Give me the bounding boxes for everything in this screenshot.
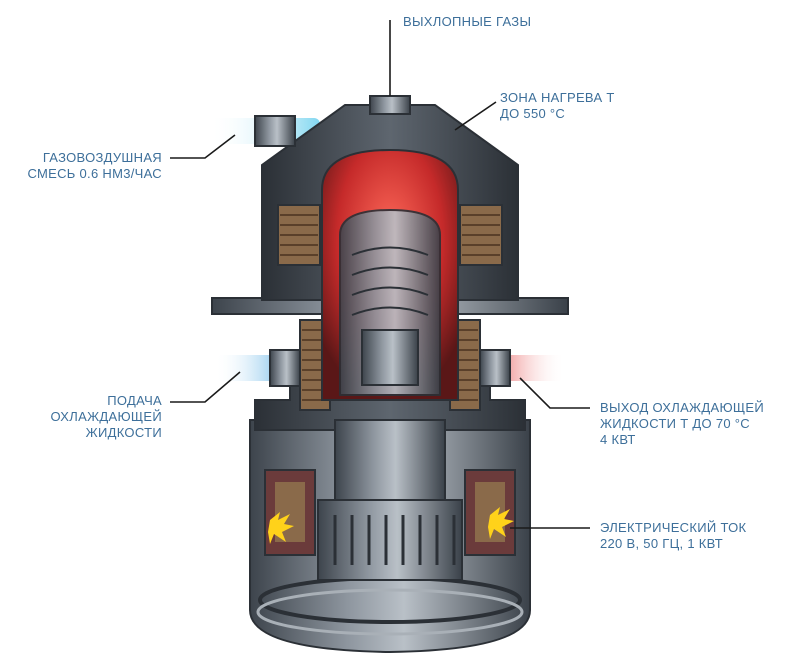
leader-coolant-in <box>170 371 241 403</box>
leader-coolant-out <box>519 377 590 409</box>
coolant-outlet-fitting <box>479 349 511 387</box>
leader-heating-zone <box>454 101 497 131</box>
label-electric-current: ЭЛЕКТРИЧЕСКИЙ ТОК 220 В, 50 ГЦ, 1 КВТ <box>600 520 747 551</box>
rotor <box>317 499 463 581</box>
label-exhaust-gases: ВЫХЛОПНЫЕ ГАЗЫ <box>403 14 532 29</box>
spark-left <box>268 512 294 544</box>
label-gas-air-mixture: ГАЗОВОЗДУШНАЯ СМЕСЬ 0.6 НМ3/ЧАС <box>27 150 162 181</box>
coolant-inlet-fitting <box>269 349 301 387</box>
piston <box>361 329 419 386</box>
spark-right <box>488 507 514 539</box>
label-coolant-output: ВЫХОД ОХЛАЖДАЮЩЕЙ ЖИДКОСТИ Т ДО 70 °С 4 … <box>600 400 764 447</box>
gas-inlet-fitting <box>254 115 296 147</box>
label-heating-zone: ЗОНА НАГРЕВА Т ДО 550 °С <box>500 90 615 121</box>
shaft <box>334 419 446 501</box>
exhaust-nozzle <box>369 95 411 115</box>
leader-gas-air <box>170 134 236 159</box>
label-coolant-supply: ПОДАЧА ОХЛАЖДАЮЩЕЙ ЖИДКОСТИ <box>50 393 162 440</box>
